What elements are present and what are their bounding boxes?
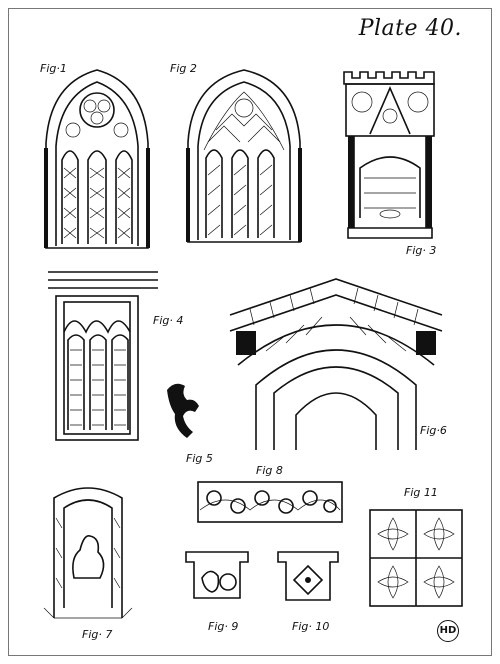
fig1-label: Fig·1 — [40, 62, 67, 75]
fig6-roof-arch-illustration — [229, 278, 443, 450]
fig9-label: Fig· 9 — [208, 620, 239, 633]
fig6-label: Fig·6 — [420, 424, 447, 437]
fig9-corbel-illustration — [185, 551, 249, 599]
fig7-label: Fig· 7 — [82, 628, 113, 641]
fig10-label: Fig· 10 — [292, 620, 330, 633]
fig2-label: Fig 2 — [170, 62, 197, 75]
fig1-gothic-window-illustration — [44, 69, 150, 249]
fig10-carved-boss-illustration — [277, 551, 339, 601]
fig11-label: Fig 11 — [404, 486, 438, 499]
fig8-foliage-frieze-illustration — [197, 481, 343, 523]
fig8-label: Fig 8 — [256, 464, 283, 477]
fig7-trefoil-opening-illustration — [43, 487, 133, 619]
plate-title: Plate 40. — [358, 16, 462, 41]
fig2-gothic-window-illustration — [186, 69, 302, 243]
fig4-label: Fig· 4 — [153, 314, 184, 327]
fig4-square-window-illustration — [48, 271, 158, 441]
plate-border — [8, 8, 492, 656]
fig3-canopy-niche-illustration — [343, 71, 435, 239]
fig5-moulding-section-illustration — [167, 383, 199, 438]
fig11-floor-tiles-illustration — [369, 509, 463, 607]
artist-monogram-icon: HD — [437, 620, 459, 642]
fig5-label: Fig 5 — [186, 452, 213, 465]
fig3-label: Fig· 3 — [406, 244, 437, 257]
